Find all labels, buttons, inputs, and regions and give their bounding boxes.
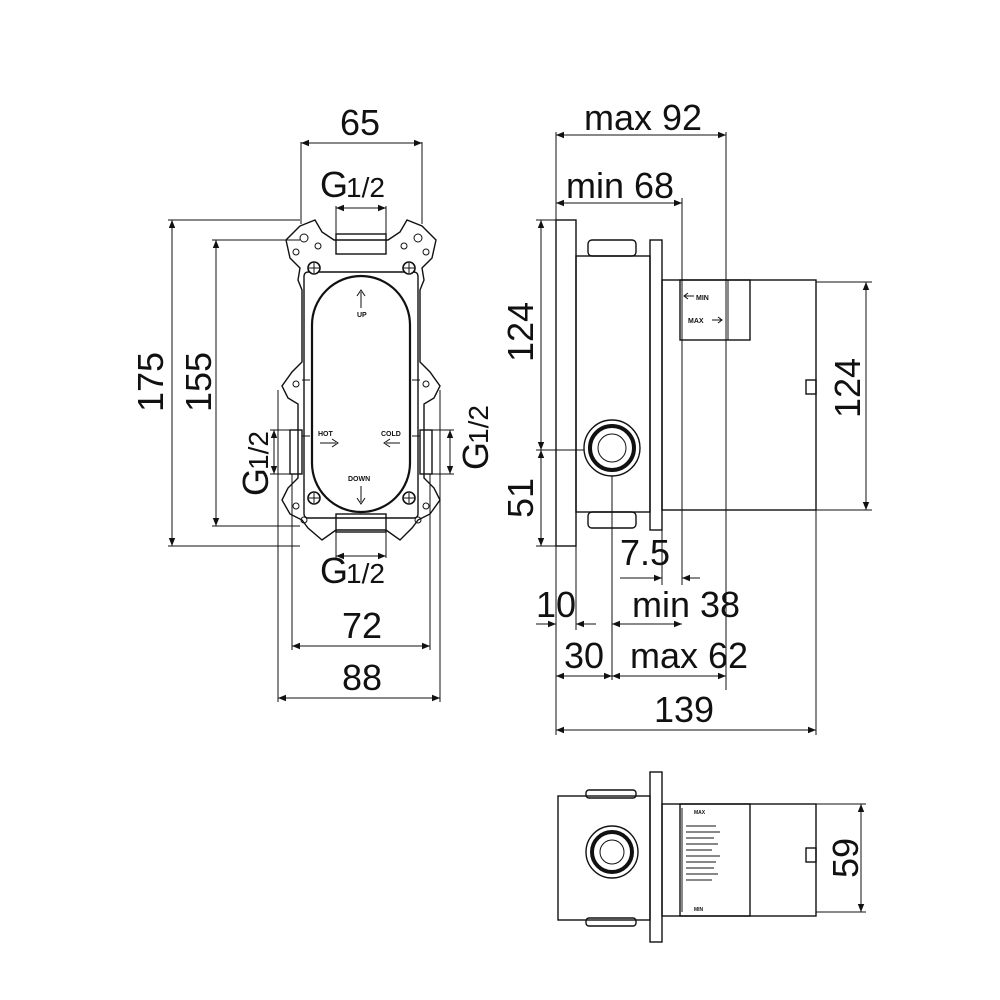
right-pipe-connection [419, 429, 433, 475]
bottom-cartridge-housing [661, 803, 817, 917]
cold-arrow-icon [383, 438, 400, 448]
screw-top-right [402, 261, 416, 275]
label-up: UP [357, 312, 367, 319]
dim-175: 175 [130, 352, 171, 412]
bottom-body [557, 795, 651, 921]
g-top-fraction: 1/2 [346, 172, 385, 203]
dim-max-92: max 92 [584, 97, 702, 138]
dim-124-left: 124 [500, 302, 541, 362]
side-label-min: MIN [696, 295, 709, 302]
side-front-flange [649, 239, 663, 531]
side-label-max: MAX [688, 318, 704, 325]
dim-max-62: max 62 [630, 635, 748, 676]
top-pipe-connection [335, 233, 387, 255]
mounting-bracket [281, 219, 441, 541]
dim-10: 10 [536, 584, 576, 625]
side-notch [805, 379, 817, 395]
bottom-label-plate [679, 803, 751, 917]
hot-arrow-icon [320, 438, 339, 448]
up-arrow-icon [356, 289, 366, 308]
side-view: MIN MAX max 92 min 68 124 51 124 7.5 [500, 97, 872, 735]
left-pipe-connection [289, 429, 303, 475]
dim-139: 139 [654, 689, 714, 730]
down-arrow-icon [356, 486, 366, 505]
oval-window [310, 274, 412, 514]
g-bottom-fraction: 1/2 [346, 558, 385, 589]
g-bottom: G [320, 550, 348, 591]
g-top: G [320, 164, 348, 205]
g-left: G [235, 468, 276, 496]
bottom-label-max: MAX [694, 810, 706, 816]
dim-88: 88 [342, 657, 382, 698]
side-top-connection [587, 239, 637, 257]
bottom-view: MIN MAX 59 [557, 771, 866, 943]
screw-bottom-right [402, 491, 416, 505]
dim-65: 65 [340, 102, 380, 143]
dim-72: 72 [342, 605, 382, 646]
side-max-arrow-icon [712, 316, 723, 324]
side-ticks [302, 379, 420, 437]
bottom-pipe-connection [335, 513, 387, 533]
dim-59: 59 [825, 838, 866, 878]
valve-body [303, 271, 419, 519]
dim-min-68: min 68 [566, 165, 674, 206]
side-depth-gauge [679, 279, 751, 341]
bottom-outlet-icon [585, 825, 639, 879]
dim-7-5: 7.5 [620, 532, 670, 573]
dim-51: 51 [500, 478, 541, 518]
screw-bottom-left [307, 491, 321, 505]
bottom-notch [805, 847, 817, 863]
dim-30: 30 [564, 635, 604, 676]
side-outlet-icon [583, 419, 641, 477]
label-cold: COLD [381, 431, 401, 438]
dim-155: 155 [178, 352, 219, 412]
g-right: G [455, 442, 496, 470]
screw-top-left [307, 261, 321, 275]
bracket-holes [292, 233, 430, 524]
g-left-fraction: 1/2 [243, 431, 274, 470]
dim-min-38: min 38 [632, 584, 740, 625]
bottom-bottom-connection [585, 917, 637, 927]
side-cartridge-housing [661, 279, 817, 511]
label-hot: HOT [318, 431, 334, 438]
label-down: DOWN [348, 476, 370, 483]
bottom-front-flange [649, 771, 663, 943]
side-wall-plate [555, 219, 577, 547]
dim-124-right: 124 [827, 358, 868, 418]
g-right-fraction: 1/2 [463, 405, 494, 444]
bottom-label-text-lines [686, 825, 720, 881]
front-view: UP HOT COLD DOWN 65 G 1/2 175 155 G 1/2 … [130, 102, 496, 702]
side-min-arrow-icon [683, 292, 694, 300]
bottom-label-min: MIN [694, 907, 704, 913]
bottom-top-connection [585, 789, 637, 799]
side-body [575, 255, 651, 513]
